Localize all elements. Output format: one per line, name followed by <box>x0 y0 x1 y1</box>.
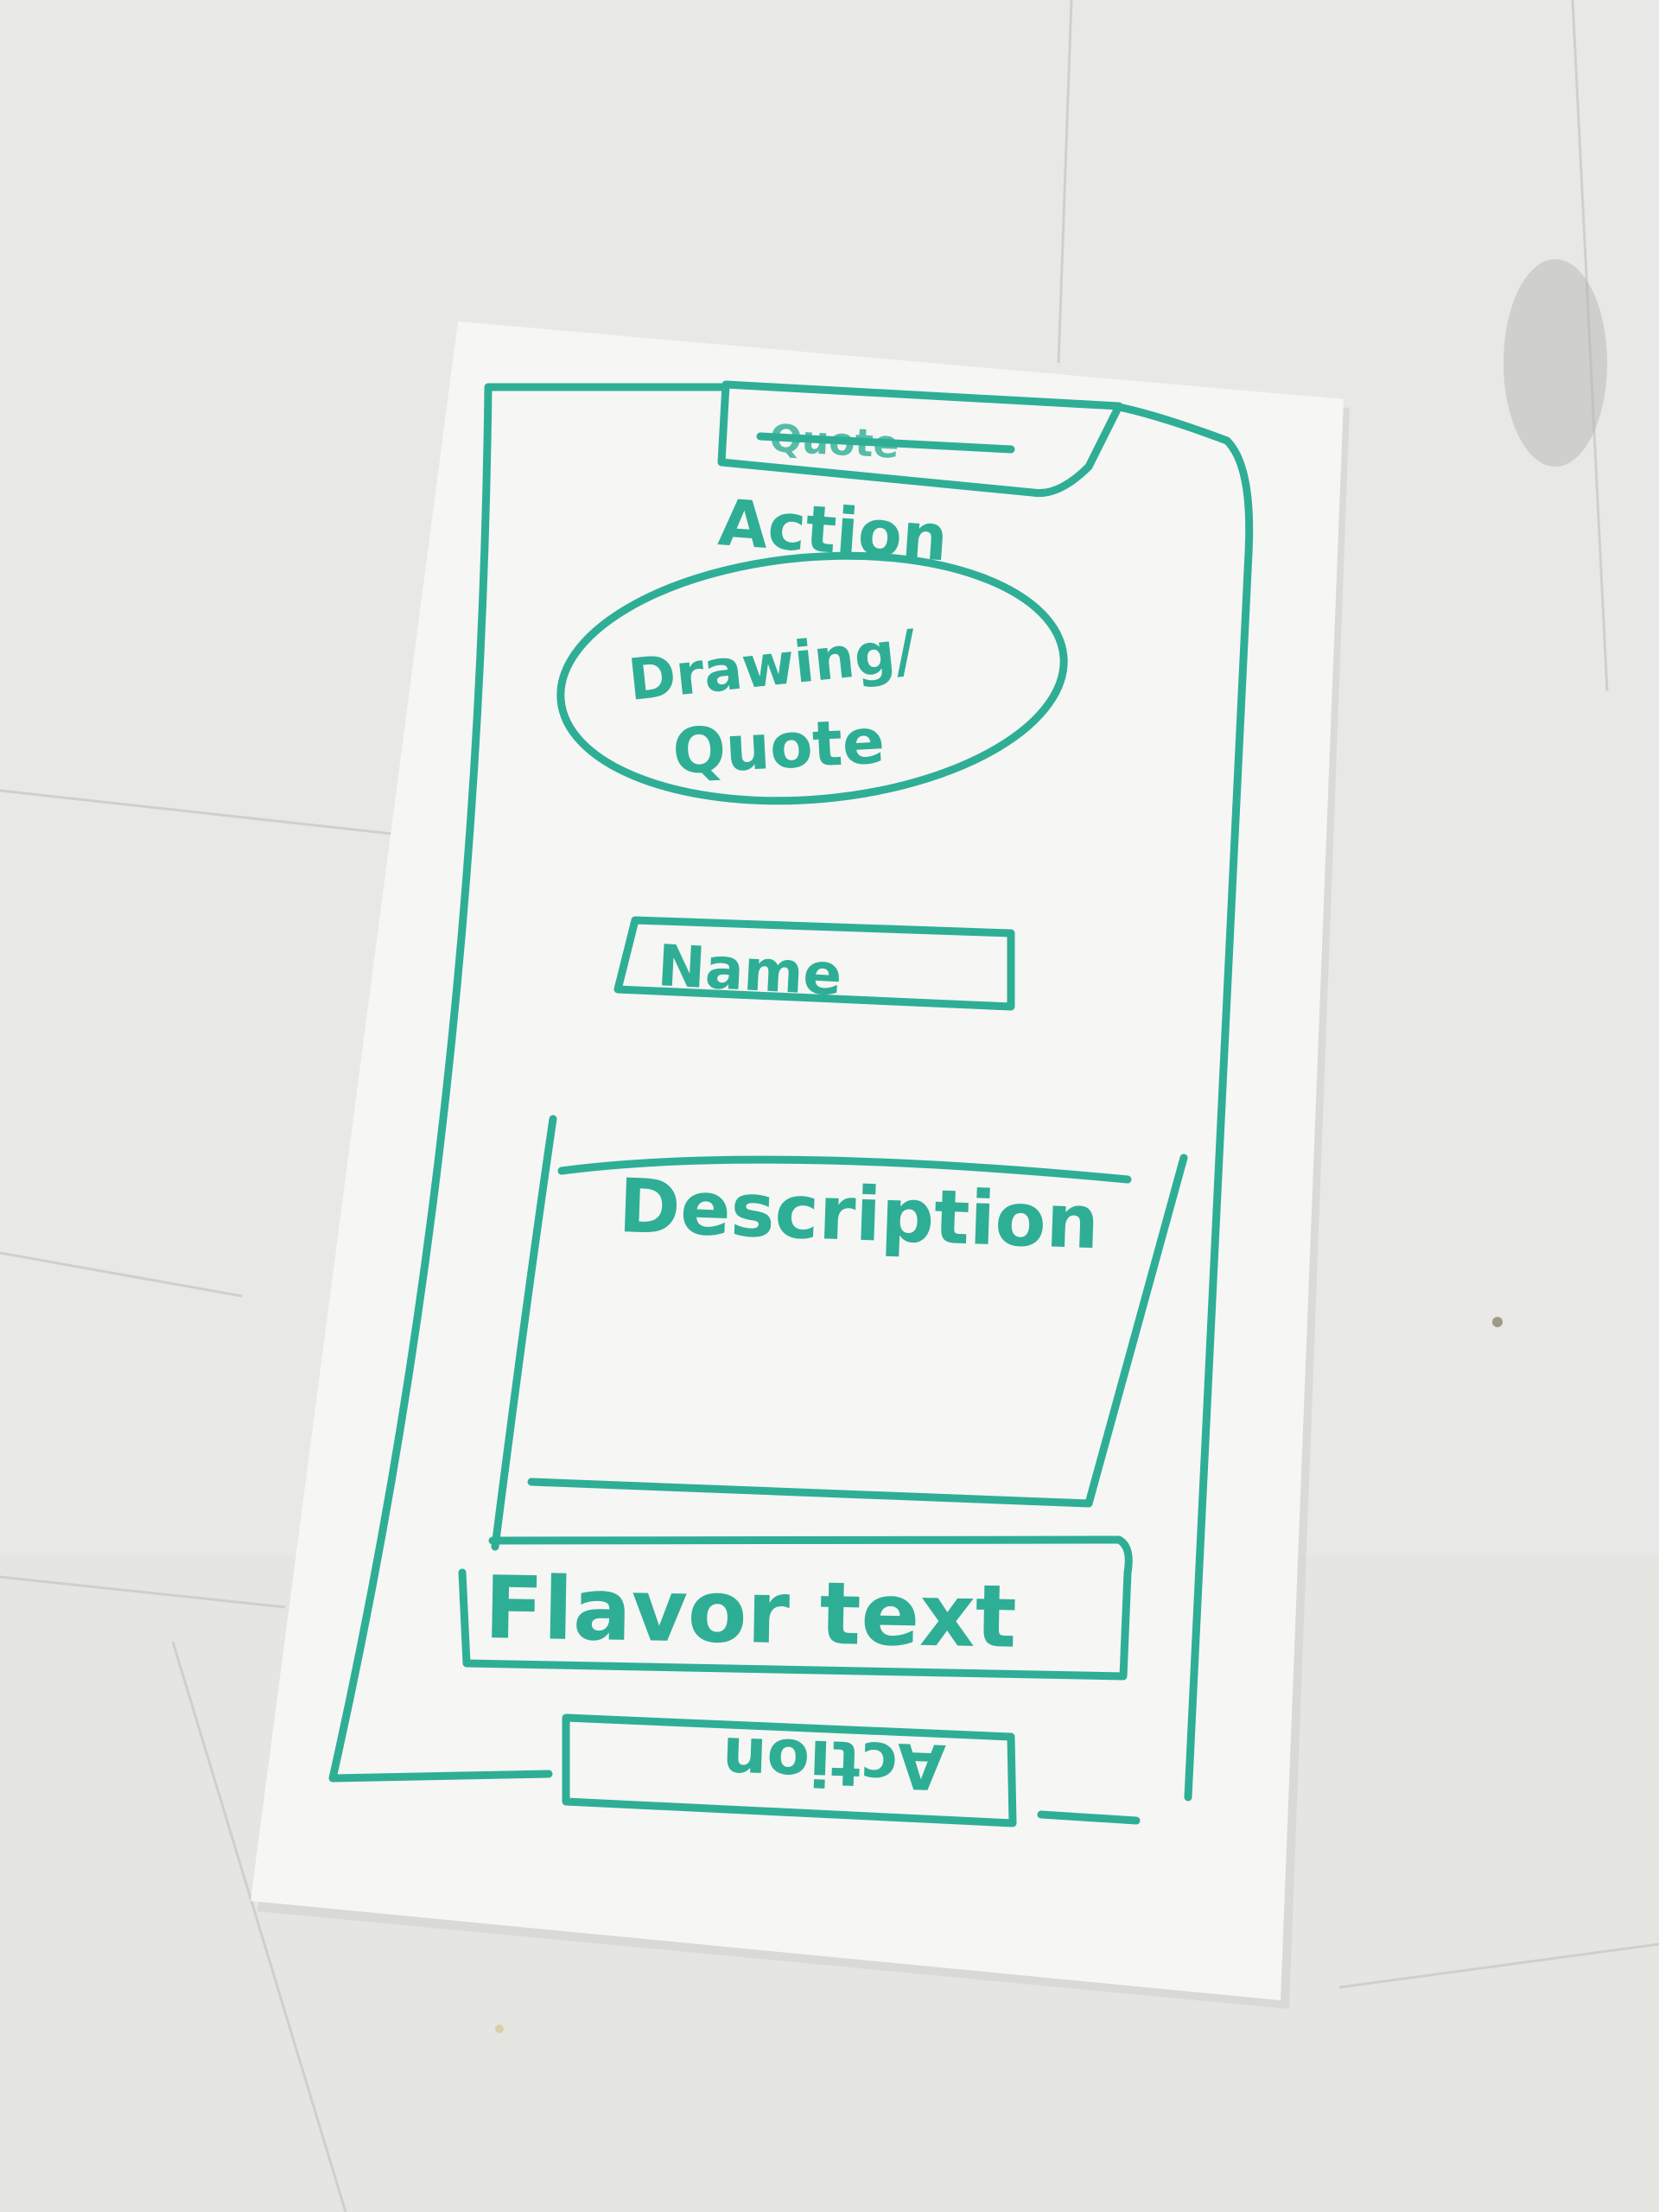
speck <box>1492 1317 1503 1327</box>
bottom-action-box <box>562 1713 1141 1827</box>
name-box <box>613 916 1015 1011</box>
name-label: Name <box>656 932 843 1008</box>
description-label: Description <box>617 1163 1100 1266</box>
strike-line <box>756 432 1015 454</box>
speck <box>495 2024 504 2033</box>
outer-frame <box>328 383 1254 1802</box>
marker-sketch <box>328 380 1254 1827</box>
description-panel <box>491 1115 1188 1551</box>
top-label: Action <box>716 486 950 575</box>
drawing-oval <box>556 551 1068 805</box>
smudge-mark <box>1503 259 1607 467</box>
top-tab <box>717 380 1123 498</box>
oval-label-line2: Quote <box>671 704 886 788</box>
bottom-label: Action <box>721 1723 947 1803</box>
flavor-label: Flavor text <box>484 1557 1018 1668</box>
flavor-box <box>458 1535 1133 1681</box>
top-label-struck: Quote <box>768 416 899 467</box>
